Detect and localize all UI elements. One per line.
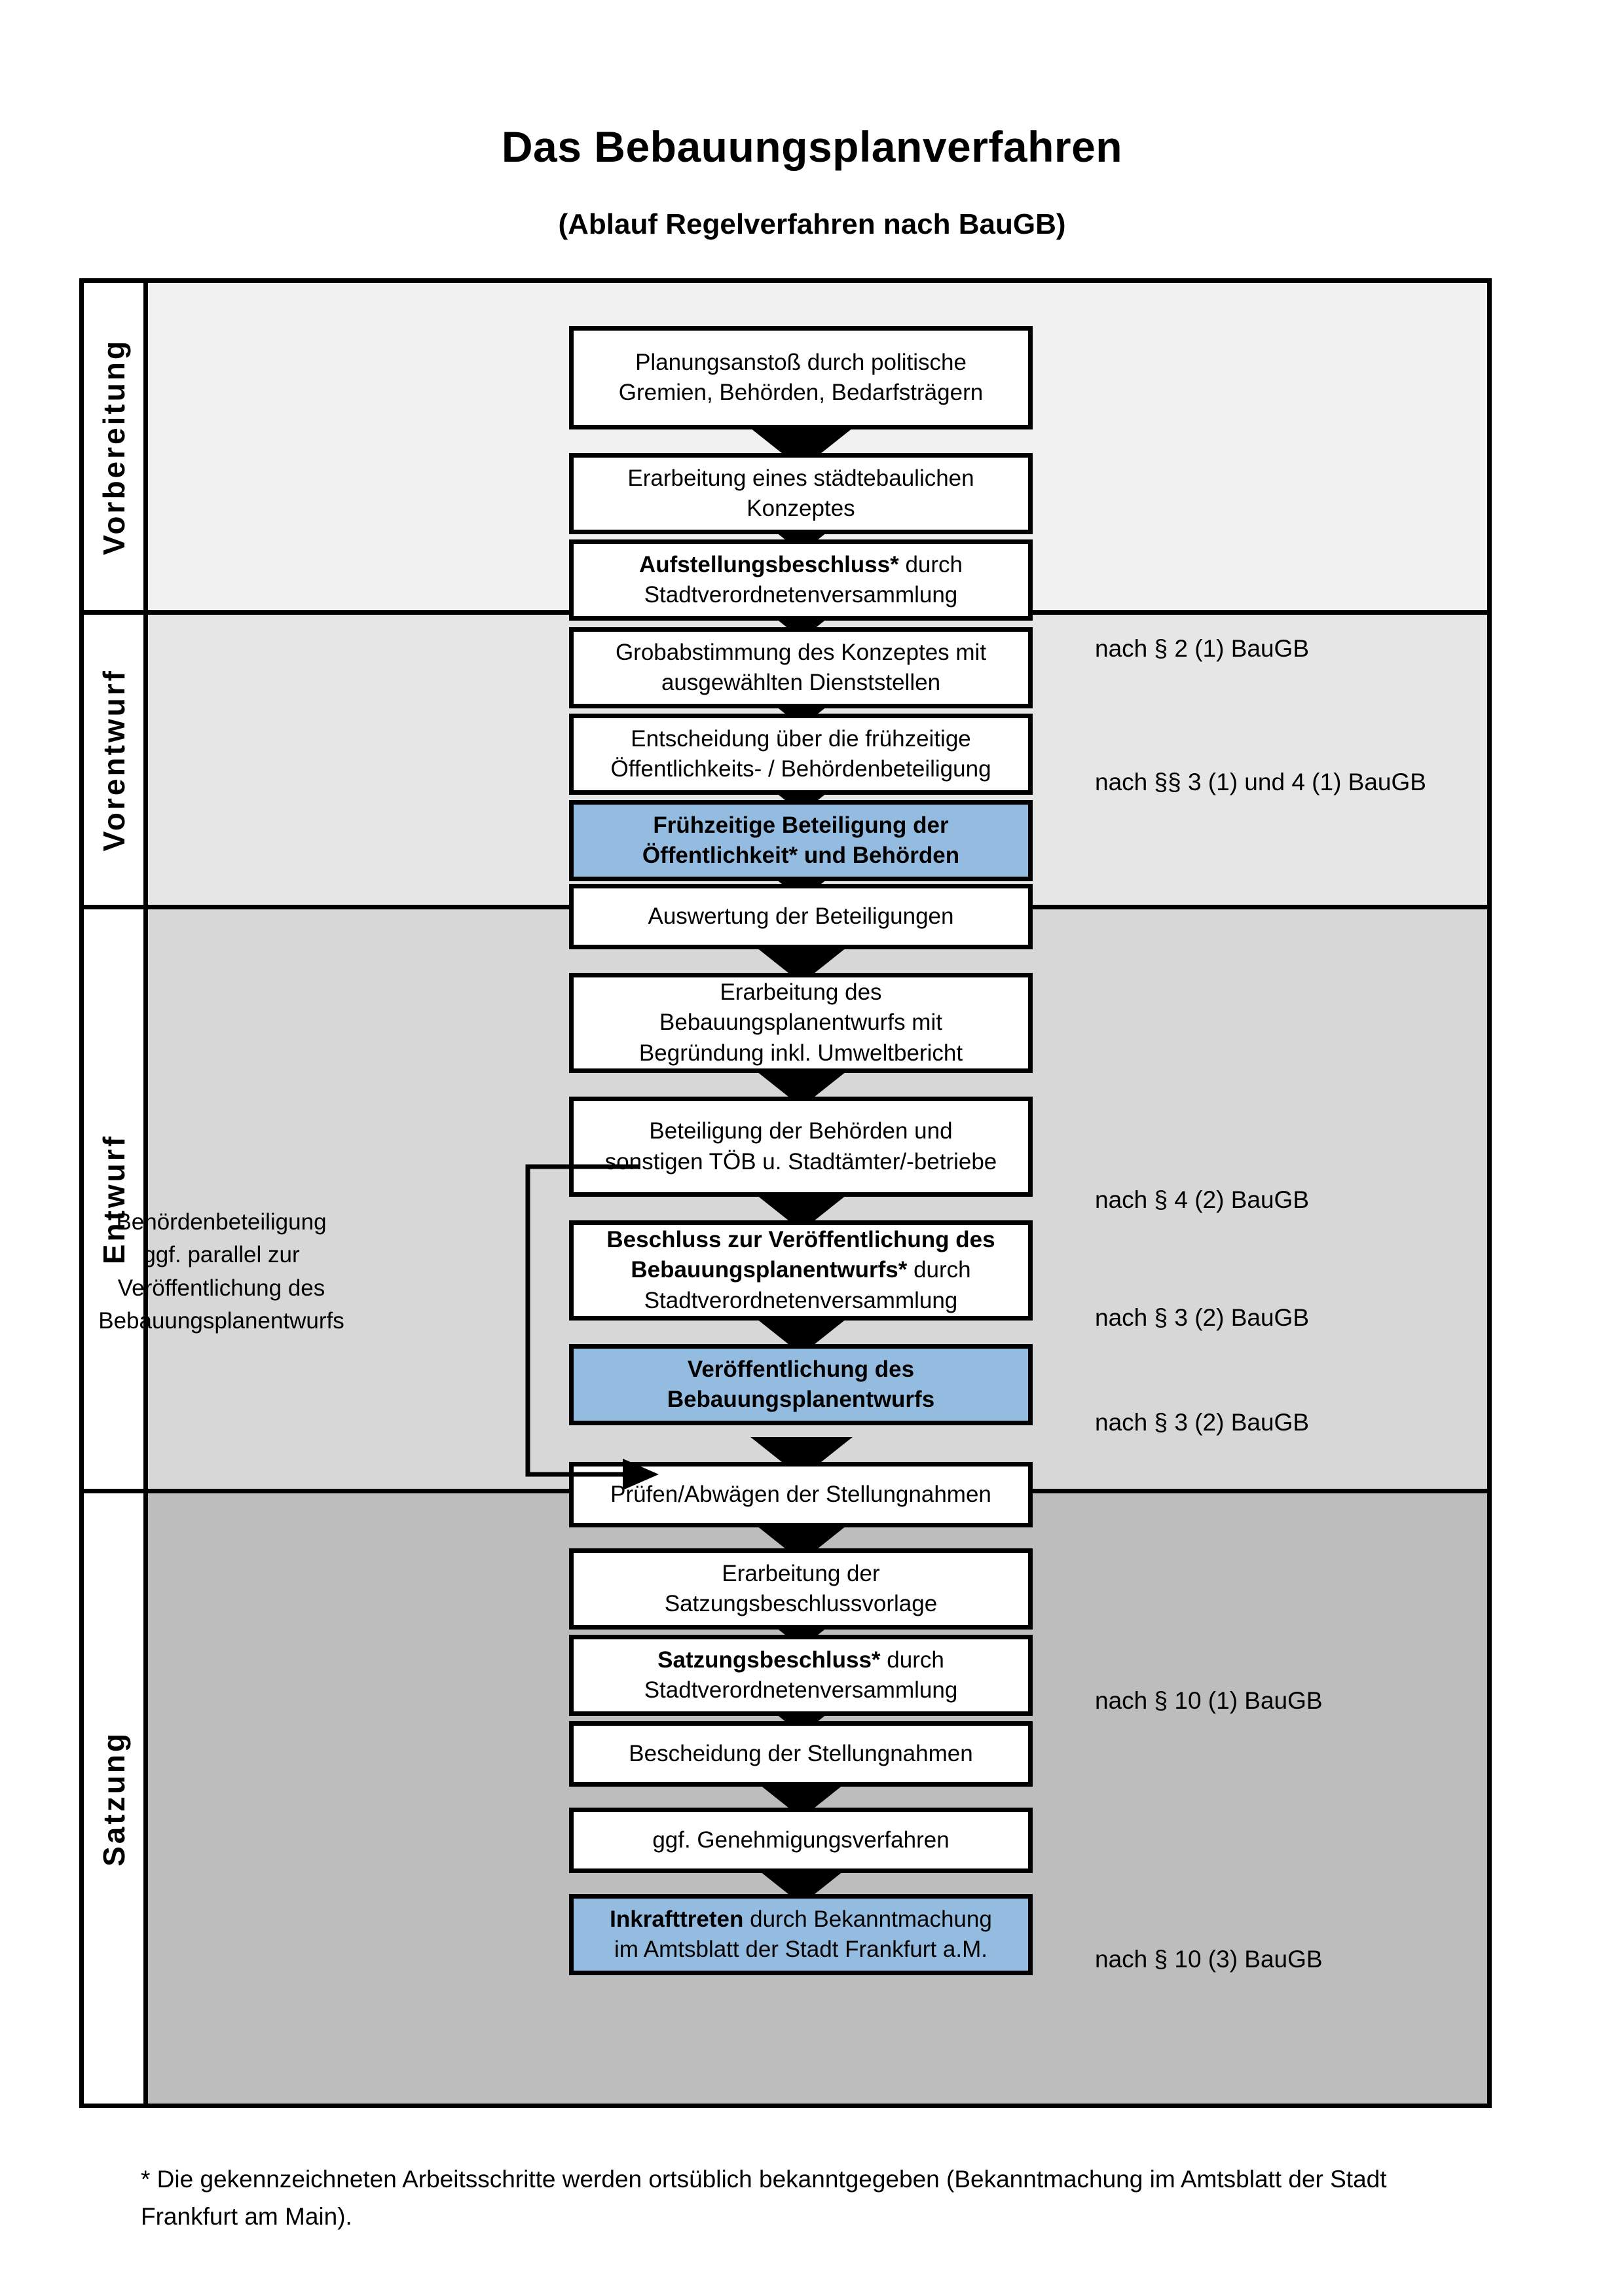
step-box-veroeffentlichung-bebauungsplanentwurf[interactable]: Veröffentlichung des Bebauungsplanentwur… [569, 1344, 1033, 1425]
step-box-bescheidung-stellungnahmen[interactable]: Bescheidung der Stellungnahmen [569, 1721, 1033, 1787]
phase-label-satzung: Satzung [84, 1493, 148, 2104]
page-subtitle: (Ablauf Regelverfahren nach BauGB) [558, 208, 1066, 240]
phase-label-vorbereitung: Vorbereitung [84, 283, 148, 610]
footnote-text: * Die gekennzeichneten Arbeitsschritte w… [141, 2166, 1387, 2231]
flowchart-frame: Vorbereitung Vorentwurf Entwurf Satzung … [79, 278, 1492, 2108]
phase-label-text: Vorentwurf [96, 668, 131, 852]
step-box-staedtebauliches-konzept[interactable]: Erarbeitung eines städtebaulichen Konzep… [569, 453, 1033, 534]
step-box-erarbeitung-bebauungsplanentwurf[interactable]: Erarbeitung des Bebauungsplanentwurfs mi… [569, 973, 1033, 1073]
step-text: Erarbeitung des Bebauungsplanentwurfs mi… [638, 979, 963, 1066]
step-text: Erarbeitung der Satzungsbeschlussvorlage [664, 1560, 938, 1616]
sidenote-line: Bebauungsplanentwurfs [98, 1308, 344, 1334]
step-text: ggf. Genehmigungsverfahren [652, 1827, 950, 1853]
phase-label-text: Satzung [96, 1730, 131, 1867]
step-box-aufstellungsbeschluss[interactable]: Aufstellungsbeschluss* durch Stadtverord… [569, 539, 1033, 621]
phase-label-vorentwurf: Vorentwurf [84, 615, 148, 905]
step-text: Inkrafttreten durch Bekanntmachung im Am… [610, 1906, 992, 1962]
step-text: Grobabstimmung des Konzeptes mit ausgewä… [615, 639, 987, 695]
step-text: Erarbeitung eines städtebaulichen Konzep… [627, 465, 974, 521]
step-text: Frühzeitige Beteiligung der Öffentlichke… [642, 812, 960, 868]
step-box-inkrafttreten[interactable]: Inkrafttreten durch Bekanntmachung im Am… [569, 1894, 1033, 1975]
phase-label-text: Vorbereitung [96, 338, 131, 555]
step-text: Beschluss zur Veröffentlichung des Bebau… [606, 1227, 995, 1313]
sidenote-line: ggf. parallel zur [143, 1242, 300, 1268]
legal-ref-veroeffentlichung: nach § 3 (2) BauGB [1095, 1409, 1310, 1436]
step-box-beteiligung-behoerden-toeb[interactable]: Beteiligung der Behörden und sonstigen T… [569, 1097, 1033, 1197]
phase-label-entwurf: Entwurf [84, 909, 148, 1489]
step-text: Beteiligung der Behörden und sonstigen T… [604, 1118, 997, 1175]
step-text: Auswertung der Beteiligungen [648, 903, 954, 929]
step-box-pruefen-abwaegen[interactable]: Prüfen/Abwägen der Stellungnahmen [569, 1462, 1033, 1527]
legal-ref-beschluss-veroeffentlichung: nach § 3 (2) BauGB [1095, 1304, 1310, 1331]
step-text: Veröffentlichung des Bebauungsplanentwur… [667, 1356, 935, 1412]
step-box-auswertung-beteiligungen[interactable]: Auswertung der Beteiligungen [569, 884, 1033, 949]
step-text: Planungsanstoß durch politische Gremien,… [618, 349, 984, 405]
legal-ref-fruehzeitige-beteiligung: nach §§ 3 (1) und 4 (1) BauGB [1095, 769, 1426, 795]
legal-ref-behoerdenbeteiligung: nach § 4 (2) BauGB [1095, 1186, 1310, 1213]
sidenote-line: Behördenbeteiligung [116, 1209, 327, 1235]
step-box-beschluss-veroeffentlichung[interactable]: Beschluss zur Veröffentlichung des Bebau… [569, 1220, 1033, 1321]
sidenote-line: Veröffentlichung des [117, 1275, 325, 1301]
step-box-genehmigungsverfahren[interactable]: ggf. Genehmigungsverfahren [569, 1808, 1033, 1873]
legal-ref-satzungsbeschluss: nach § 10 (1) BauGB [1095, 1687, 1323, 1714]
step-text: Bescheidung der Stellungnahmen [629, 1740, 973, 1766]
step-box-fruehzeitige-beteiligung[interactable]: Frühzeitige Beteiligung der Öffentlichke… [569, 800, 1033, 881]
step-box-planungsanstoss[interactable]: Planungsanstoß durch politische Gremien,… [569, 326, 1033, 429]
sidenote-behoerdenbeteiligung: Behördenbeteiligung ggf. parallel zur Ve… [84, 1206, 359, 1338]
legal-ref-inkrafttreten: nach § 10 (3) BauGB [1095, 1946, 1323, 1973]
page-title: Das Bebauungsplanverfahren [501, 122, 1123, 171]
step-box-entscheidung-fruehzeitige-beteiligung[interactable]: Entscheidung über die frühzeitige Öffent… [569, 714, 1033, 795]
step-box-grobabstimmung[interactable]: Grobabstimmung des Konzeptes mit ausgewä… [569, 627, 1033, 708]
legal-ref-aufstellungsbeschluss: nach § 2 (1) BauGB [1095, 635, 1310, 662]
step-text: Prüfen/Abwägen der Stellungnahmen [610, 1481, 991, 1507]
step-box-satzungsbeschluss[interactable]: Satzungsbeschluss* durch Stadtverordnete… [569, 1635, 1033, 1716]
step-text: Satzungsbeschluss* durch Stadtverordnete… [644, 1647, 958, 1703]
step-text: Entscheidung über die frühzeitige Öffent… [610, 725, 991, 782]
step-text: Aufstellungsbeschluss* durch Stadtverord… [638, 551, 963, 608]
step-box-satzungsbeschlussvorlage[interactable]: Erarbeitung der Satzungsbeschlussvorlage [569, 1548, 1033, 1630]
